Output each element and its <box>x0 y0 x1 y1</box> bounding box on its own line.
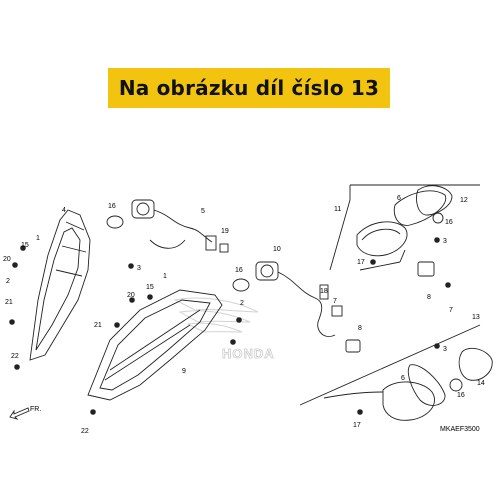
callout-20: 20 <box>3 256 11 263</box>
callout-10: 10 <box>273 246 281 253</box>
callout-17: 17 <box>357 259 365 266</box>
callout-14: 14 <box>477 380 485 387</box>
callout-22: 22 <box>81 428 89 435</box>
part-number-banner: Na obrázku díl číslo 13 <box>108 68 390 108</box>
callout-15: 15 <box>21 242 29 249</box>
rear-cowl-left <box>29 209 91 361</box>
callout-12: 12 <box>460 197 468 204</box>
front-direction-arrow: FR. <box>9 406 41 420</box>
winker-right-upper <box>329 184 480 277</box>
callout-16: 16 <box>445 219 453 226</box>
callout-16: 16 <box>457 392 465 399</box>
callout-17: 17 <box>353 422 361 429</box>
callout-16: 16 <box>235 267 243 274</box>
callout-8: 8 <box>358 325 362 332</box>
callout-22: 22 <box>11 353 19 360</box>
callout-9: 9 <box>182 368 186 375</box>
fasteners <box>9 237 451 415</box>
callout-2: 2 <box>240 300 244 307</box>
winker-right-lower <box>299 324 493 421</box>
callout-3: 3 <box>443 346 447 353</box>
bulb-socket-upper <box>106 199 229 253</box>
tail-lens-main <box>87 289 223 401</box>
diagram-code: MKAEF3500 <box>440 426 480 433</box>
callout-7: 7 <box>333 298 337 305</box>
callout-3: 3 <box>443 238 447 245</box>
callout-4: 4 <box>62 207 66 214</box>
watermark-text: HONDA <box>222 346 275 361</box>
callout-2: 2 <box>6 278 10 285</box>
callout-13: 13 <box>472 314 480 321</box>
callout-1: 1 <box>36 235 40 242</box>
honda-watermark: HONDA <box>173 297 275 361</box>
callout-21: 21 <box>94 322 102 329</box>
callout-7: 7 <box>449 307 453 314</box>
callout-6: 6 <box>401 375 405 382</box>
callout-1: 1 <box>163 273 167 280</box>
callout-15: 15 <box>146 284 154 291</box>
banner-text: Na obrázku díl číslo 13 <box>118 76 380 100</box>
callout-labels: 4 16 5 19 10 11 6 12 16 3 17 15 1 20 3 2… <box>3 195 485 435</box>
callout-16: 16 <box>108 203 116 210</box>
front-arrow-label: FR. <box>30 406 41 413</box>
bulb-socket-lower <box>232 261 343 337</box>
callout-3: 3 <box>137 265 141 272</box>
callout-8: 8 <box>427 294 431 301</box>
callout-5: 5 <box>201 208 205 215</box>
callout-11: 11 <box>334 206 341 213</box>
callout-6: 6 <box>397 195 401 202</box>
callout-18: 18 <box>320 288 328 295</box>
callout-21: 21 <box>5 299 13 306</box>
callout-20: 20 <box>127 292 135 299</box>
callout-19: 19 <box>221 228 229 235</box>
